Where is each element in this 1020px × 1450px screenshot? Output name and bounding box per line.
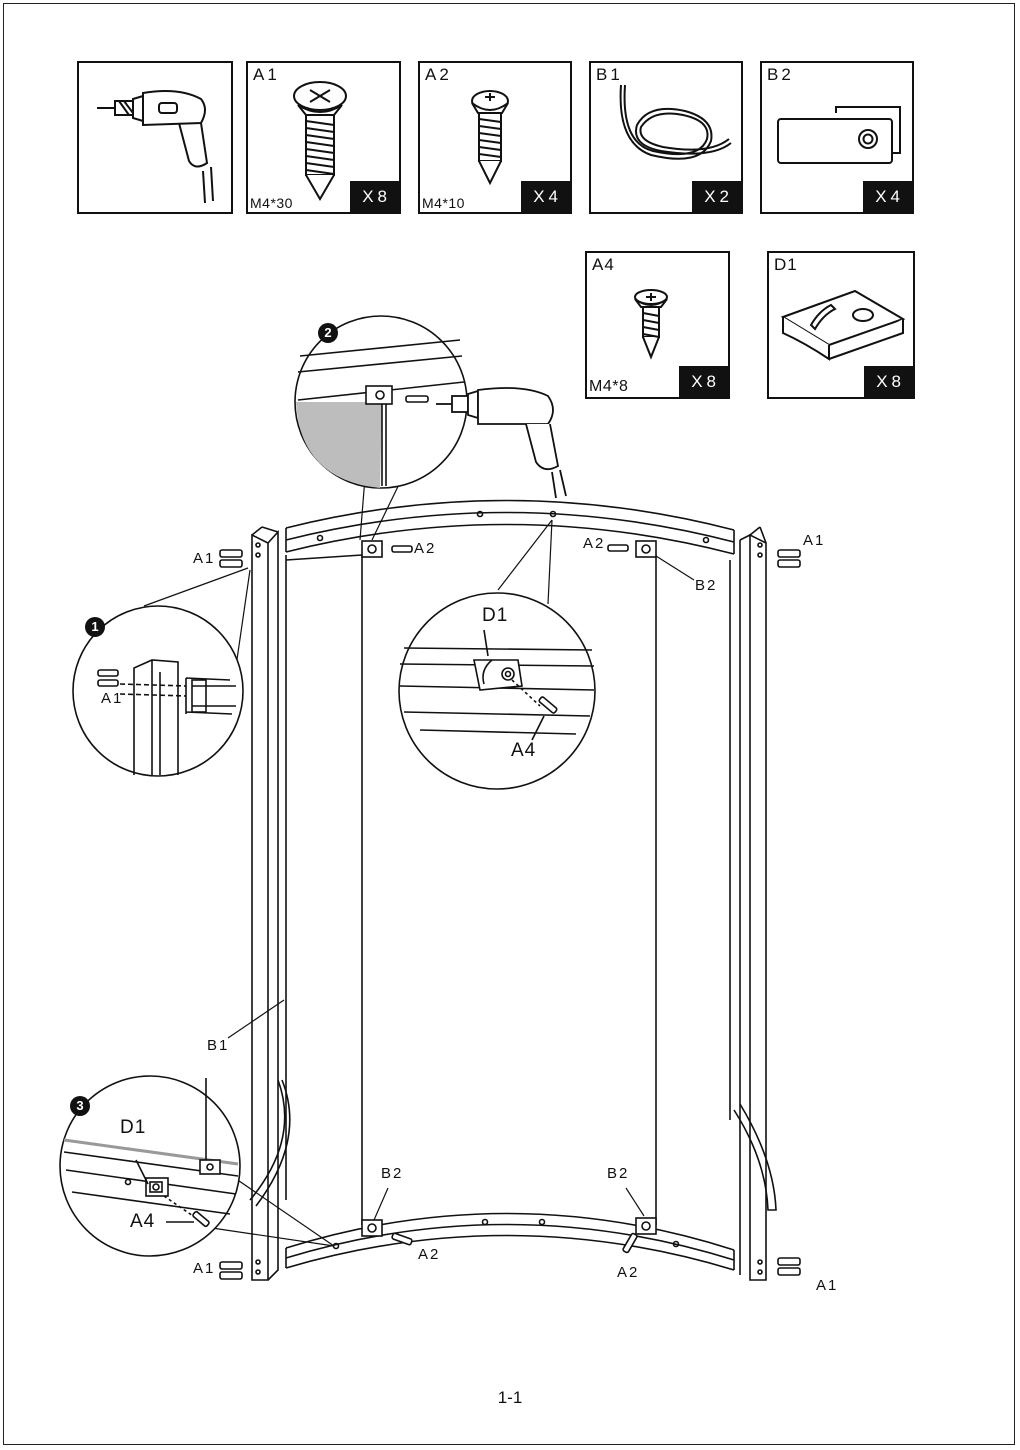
callout-b2: B2 xyxy=(695,577,718,594)
leader-b2-top xyxy=(655,555,695,581)
bottom-rail xyxy=(285,1212,735,1271)
screws-a1 xyxy=(219,549,801,1280)
part-qty: X8 xyxy=(679,366,728,397)
detail-3-callout-a4: A4 xyxy=(130,1211,156,1232)
bracket-icon xyxy=(777,106,901,164)
detail-d1-callout-a4: A4 xyxy=(511,740,537,761)
left-post xyxy=(251,526,287,1281)
callout-a2: A2 xyxy=(617,1264,640,1281)
part-qty: X2 xyxy=(692,181,741,212)
part-a4-box: A4 M4*8 X8 xyxy=(585,251,730,399)
detail-3-circle xyxy=(59,1075,241,1257)
part-a1-box: A1 M4*30 X8 xyxy=(246,61,401,214)
right-post xyxy=(729,526,767,1281)
part-b2-box: B2 X4 xyxy=(760,61,914,214)
detail-3-callout-d1: D1 xyxy=(120,1117,147,1138)
leader-b1 xyxy=(227,999,285,1039)
step-number-1: 1 xyxy=(85,617,105,637)
callout-a1: A1 xyxy=(816,1277,839,1294)
part-qty: X8 xyxy=(864,366,913,397)
top-rail xyxy=(285,499,735,555)
part-spec: M4*8 xyxy=(589,378,629,395)
part-code: D1 xyxy=(774,255,798,274)
detail-2-circle xyxy=(294,315,468,489)
bracket-b2-bottom-left xyxy=(361,1219,383,1237)
bracket-b2-top-left xyxy=(361,540,383,558)
callout-b1: B1 xyxy=(207,1037,230,1054)
part-code: A1 xyxy=(253,65,280,84)
callout-a1: A1 xyxy=(803,532,826,549)
callout-b2: B2 xyxy=(381,1165,404,1182)
countersunk-screw-icon xyxy=(293,81,347,201)
part-code: B2 xyxy=(767,65,794,84)
page-border xyxy=(3,3,1015,1445)
callout-a1: A1 xyxy=(193,550,216,567)
callout-a1: A1 xyxy=(193,1260,216,1277)
seal-strip-icon xyxy=(619,84,732,160)
detail-1-circle xyxy=(72,605,244,777)
bracket-b2-top-right xyxy=(635,540,657,558)
step-number-2: 2 xyxy=(318,323,338,343)
bracket-b2-bottom-right xyxy=(635,1217,657,1235)
callout-b2: B2 xyxy=(607,1165,630,1182)
drill-icon xyxy=(97,90,214,204)
part-qty: X4 xyxy=(863,181,912,212)
small-screw-icon xyxy=(634,289,668,360)
part-b1-box: B1 X2 xyxy=(589,61,743,214)
part-code: B1 xyxy=(596,65,623,84)
callout-a2: A2 xyxy=(414,540,437,557)
part-code: A4 xyxy=(592,255,615,274)
step-number-3: 3 xyxy=(70,1096,90,1116)
detail-d1-circle xyxy=(398,592,596,790)
callout-a2: A2 xyxy=(418,1246,441,1263)
part-qty: X8 xyxy=(350,181,399,212)
pan-head-screw-icon xyxy=(471,90,509,186)
page-number: 1-1 xyxy=(497,1388,523,1407)
part-a2-box: A2 M4*10 X4 xyxy=(418,61,572,214)
detail-1-callout-a1: A1 xyxy=(101,690,124,707)
callout-a2: A2 xyxy=(583,535,606,552)
part-code: A2 xyxy=(425,65,452,84)
detail-d1-callout-d1: D1 xyxy=(482,605,509,626)
glide-block-icon xyxy=(780,289,906,361)
screws-a2 xyxy=(391,544,638,1254)
part-spec: M4*30 xyxy=(250,195,293,211)
part-d1-box: D1 X8 xyxy=(767,251,915,399)
part-spec: M4*10 xyxy=(422,195,465,211)
part-drill-box xyxy=(77,61,233,214)
part-qty: X4 xyxy=(521,181,570,212)
drill-icon xyxy=(436,387,567,499)
